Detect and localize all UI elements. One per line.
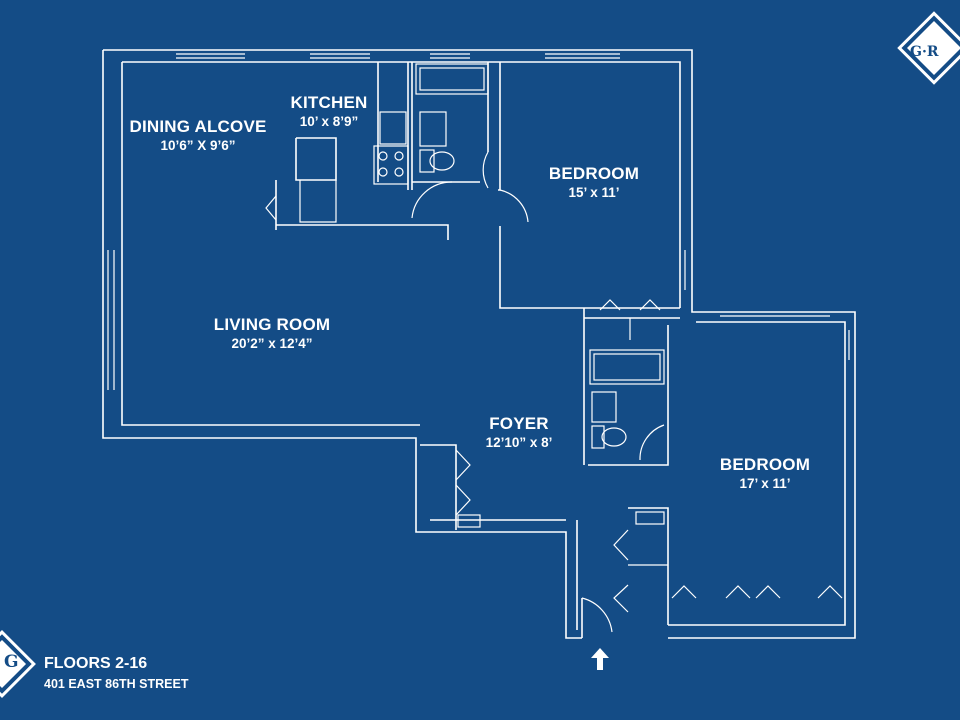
room-dimensions: 20’2” x 12’4”: [231, 336, 313, 351]
kitchen-label: KITCHEN 10’ x 8’9”: [291, 93, 368, 129]
room-dimensions: 15’ x 11’: [568, 185, 620, 200]
bedroom-1-walls: [498, 62, 680, 465]
windows: [107, 53, 850, 390]
address-label: 401 EAST 86TH STREET: [44, 677, 189, 691]
foyer-label: FOYER 12’10” x 8’: [486, 414, 553, 450]
bathroom-2: [588, 325, 669, 466]
gr-logo-text: G·R: [910, 44, 939, 60]
room-name: BEDROOM: [719, 455, 811, 474]
room-dimensions: 17’ x 11’: [739, 476, 791, 491]
bedroom-2-label: BEDROOM 17’ x 11’: [720, 455, 810, 491]
dining-alcove-label: DINING ALCOVE 10’6” X 9’6”: [129, 117, 266, 153]
room-dimensions: 12’10” x 8’: [485, 435, 553, 450]
room-dimensions: 10’6” X 9’6”: [160, 138, 236, 153]
bedroom-2-closets: [613, 507, 843, 625]
room-name: LIVING ROOM: [213, 315, 331, 334]
room-name: BEDROOM: [548, 164, 640, 183]
g-logo-text: G: [4, 652, 19, 672]
bedroom-1-label: BEDROOM 15’ x 11’: [549, 164, 639, 200]
up-arrow-icon: [591, 648, 609, 670]
kitchen-walls: [265, 62, 449, 240]
floors-label: FLOORS 2-16: [44, 655, 148, 672]
room-name: FOYER: [489, 414, 549, 433]
room-name: DINING ALCOVE: [129, 117, 267, 136]
living-room-label: LIVING ROOM 20’2” x 12’4”: [214, 315, 330, 351]
entry-door: [581, 597, 613, 638]
bathroom-1: [411, 62, 489, 219]
foyer-closets: [420, 444, 481, 530]
exterior-walls: [102, 49, 856, 639]
room-dimensions: 10’ x 8’9”: [299, 114, 359, 129]
room-name: KITCHEN: [290, 93, 368, 112]
